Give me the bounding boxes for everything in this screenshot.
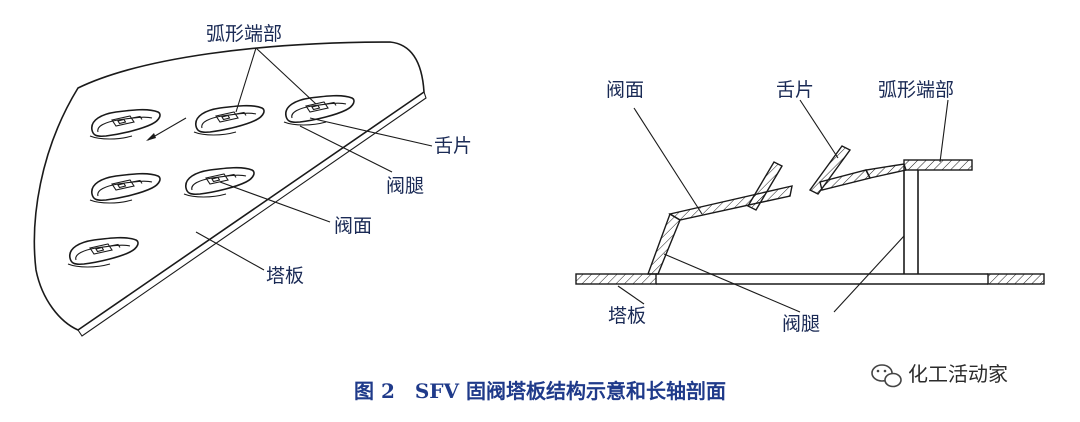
tongue-left — [747, 161, 783, 211]
right-section-view: 阀面 舌片 弧形端部 塔板 阀腿 — [575, 79, 1045, 335]
label-leg-left: 阀腿 — [386, 175, 424, 197]
tongue-right — [808, 145, 852, 195]
label-tray-left: 塔板 — [266, 265, 304, 287]
valve-unit — [67, 236, 139, 268]
label-tongue-left: 舌片 — [434, 135, 472, 157]
label-leg-right: 阀腿 — [782, 313, 820, 335]
tray-plate-left-section — [575, 273, 657, 285]
left-tray-perspective: 弧形端部 舌片 阀腿 阀面 塔板 — [33, 23, 472, 337]
valve-unit — [89, 108, 161, 140]
flow-arrow-head — [146, 133, 156, 141]
valve-unit — [89, 172, 161, 204]
figure-caption: 图 2 SFV 固阀塔板结构示意和长轴剖面 — [354, 379, 726, 403]
label-tongue-right: 舌片 — [776, 79, 814, 101]
label-face-right: 阀面 — [606, 79, 644, 101]
valve-face-section — [864, 163, 907, 179]
valve-unit — [183, 166, 255, 198]
valve-arc-end-section — [903, 159, 973, 171]
tray-plate-right-section — [987, 273, 1045, 285]
label-arc-end-left: 弧形端部 — [206, 23, 282, 45]
tray-plate — [33, 41, 425, 331]
valve-leg-left — [646, 212, 681, 275]
valve-face-section — [668, 185, 793, 221]
watermark-text: 化工活动家 — [908, 362, 1008, 386]
wechat-logo-icon — [871, 364, 902, 388]
valve-unit — [193, 104, 265, 136]
label-tray-right: 塔板 — [608, 305, 646, 327]
label-face-left: 阀面 — [334, 215, 372, 237]
label-arc-end-right: 弧形端部 — [878, 79, 954, 101]
